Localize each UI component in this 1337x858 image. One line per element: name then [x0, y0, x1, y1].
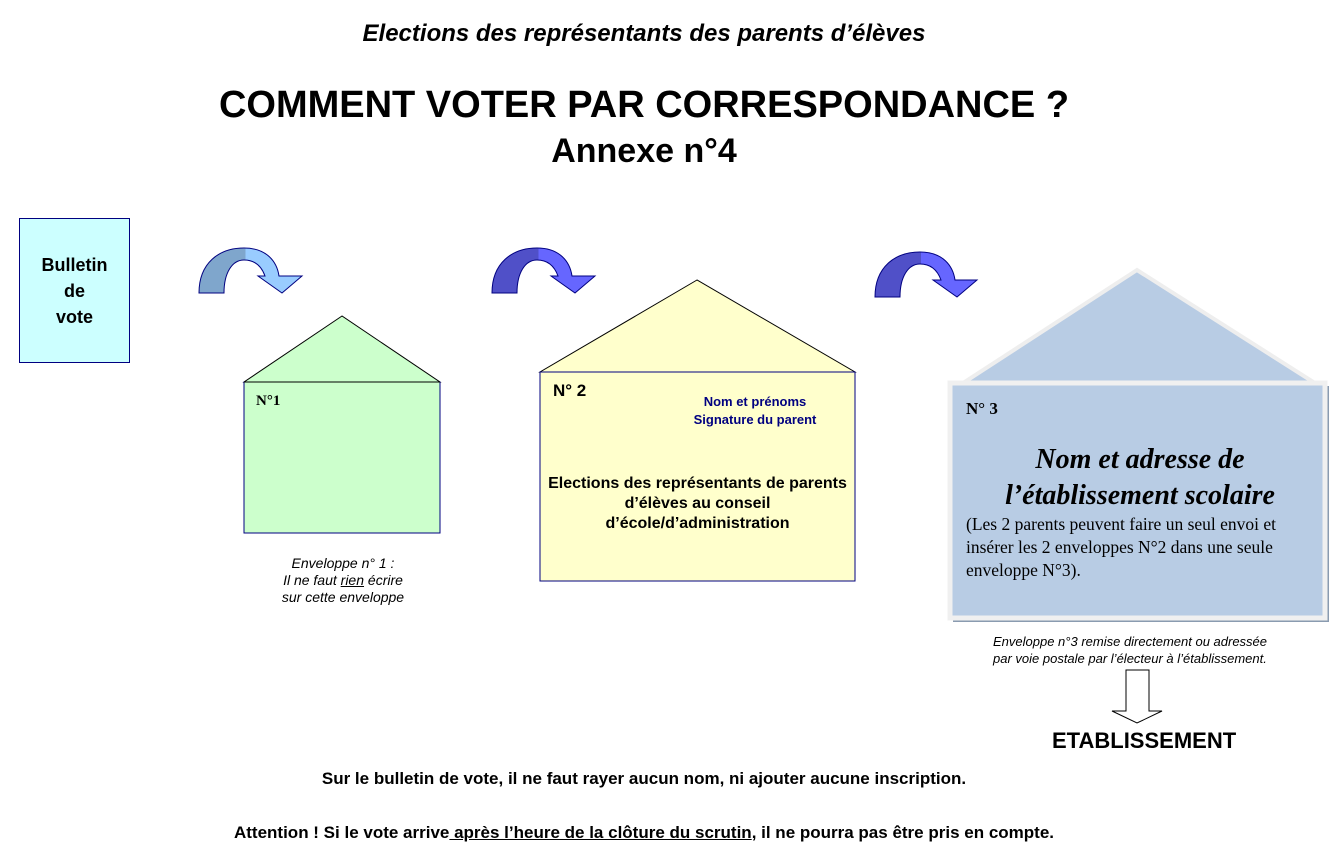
- title-line: l’établissement scolaire: [1005, 480, 1275, 511]
- curved-arrow-icon: [491, 247, 597, 294]
- envelope-2-label: N° 2: [553, 381, 587, 400]
- destination-label: ETABLISSEMENT: [1052, 728, 1237, 753]
- curved-arrow-icon: [198, 247, 304, 294]
- envelope-1-shape: [242, 315, 442, 534]
- caption-emphasis: rien: [340, 572, 365, 588]
- envelope-3-label: N° 3: [966, 399, 998, 418]
- envelope-1-caption: Enveloppe n° 1 : Il ne faut rien écrire …: [243, 555, 443, 606]
- caption-line: sur cette enveloppe: [281, 589, 405, 605]
- subtitle: Elections des représentants des parents …: [362, 20, 926, 47]
- caption-line: Enveloppe n° 1 :: [291, 555, 395, 571]
- envelope-1-label: N°1: [256, 393, 281, 409]
- ballot-line: de: [63, 280, 85, 301]
- warning-emphasis: après l’heure de la clôture du scrutin: [449, 823, 752, 842]
- envelope-2-body: Elections des représentants de parents d…: [548, 475, 847, 532]
- title-line: Nom et adresse de: [1035, 444, 1245, 475]
- caption-text: Il ne faut: [283, 572, 341, 588]
- envelope-3-title: Nom et adresse de l’établissement scolai…: [955, 442, 1325, 514]
- footer-warning: Attention ! Si le vote arrive après l’he…: [0, 823, 1288, 843]
- ballot-box: Bulletin de vote: [19, 218, 130, 363]
- down-arrow-icon: [1111, 669, 1163, 724]
- footer-note: Sur le bulletin de vote, il ne faut raye…: [321, 769, 967, 788]
- envelope-3-note: (Les 2 parents peuvent faire un seul env…: [966, 514, 1277, 580]
- page-title: COMMENT VOTER PAR CORRESPONDANCE ?: [218, 84, 1070, 126]
- ballot-line: vote: [55, 306, 93, 327]
- caption-line: Il ne faut rien écrire: [243, 572, 443, 589]
- signature-line: Signature du parent: [693, 412, 817, 427]
- caption-text: écrire: [364, 572, 403, 588]
- warning-text: , il ne pourra pas être pris en compte.: [751, 823, 1054, 842]
- envelope-3-caption: Enveloppe n°3 remise directement ou adre…: [993, 634, 1268, 666]
- envelope-2-name-signature: Nom et prénoms Signature du parent: [640, 393, 870, 429]
- warning-text: Attention ! Si le vote arrive: [233, 823, 450, 842]
- annexe-label: Annexe n°4: [551, 132, 737, 170]
- envelope-2-shape: [538, 279, 857, 582]
- envelope-3-shape: [947, 267, 1329, 622]
- curved-arrow-icon: [874, 251, 979, 298]
- name-line: Nom et prénoms: [703, 394, 807, 409]
- ballot-line: Bulletin: [41, 254, 108, 275]
